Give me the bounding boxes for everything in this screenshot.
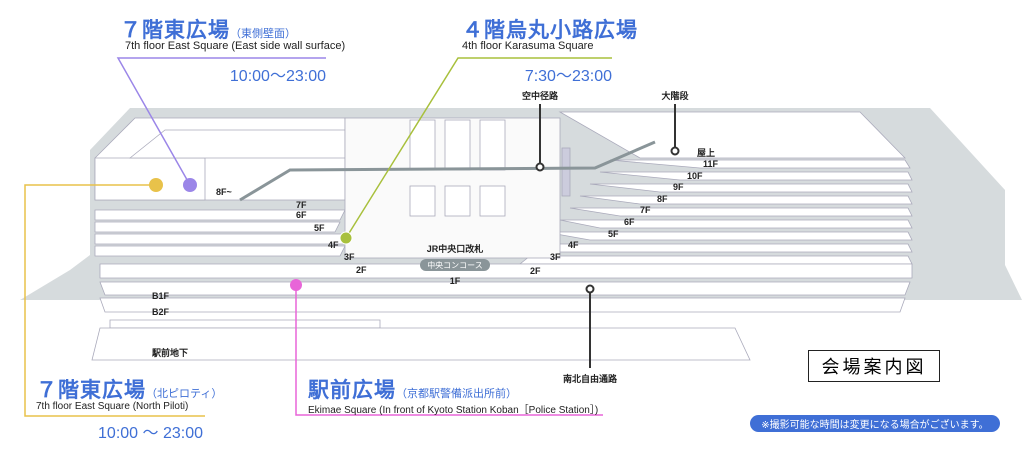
- skyway-pointer: [535, 162, 545, 172]
- grand-stairs-label: 大階段: [661, 90, 689, 101]
- floor-3f-left: 3F: [344, 252, 355, 262]
- note-badge: ※撮影可能な時間は変更になる場合がございます。: [750, 415, 1000, 432]
- spot-marker-east7-north: [149, 178, 163, 192]
- floor-4f-right: 4F: [568, 240, 579, 250]
- east7-north-english: 7th floor East Square (North Piloti): [36, 401, 189, 412]
- east7-wall-title-text: ７階東広場: [120, 18, 230, 42]
- floor-b1f: B1F: [152, 291, 170, 301]
- east7-wall-english: 7th floor East Square (East side wall su…: [125, 40, 346, 52]
- east7-wall-title: ７階東広場（東側壁面）: [120, 14, 296, 44]
- skyway-line: [239, 140, 656, 202]
- east7-north-subtitle: （北ピロティ）: [146, 387, 223, 400]
- stairs-pointer: [670, 146, 680, 156]
- gate-label: JR中央口改札: [427, 243, 484, 254]
- floor-10f: 10F: [687, 171, 703, 181]
- east7-wall-time: 10:00～23:00: [229, 68, 326, 85]
- right-floor-labels: 11F 10F 9F 8F 7F 6F 5F 4F 3F 2F: [530, 159, 719, 276]
- ekimae-title: 駅前広場（京都駅警備派出所前）: [308, 374, 517, 404]
- floor-7f-left: 7F: [296, 200, 307, 210]
- ekimae-subtitle: （京都駅警備派出所前）: [396, 387, 517, 400]
- spot-marker-karasuma: [339, 231, 353, 245]
- callout-line-karasuma: [345, 57, 612, 239]
- ns-passage-pointer: [585, 284, 595, 294]
- floor-11f: 11F: [703, 159, 719, 169]
- karasuma-title: ４階烏丸小路広場: [462, 18, 638, 42]
- floor-6f-left: 6F: [296, 210, 307, 220]
- floor-9f: 9F: [673, 182, 684, 192]
- concourse-pill: [420, 259, 490, 271]
- spot-marker-ekimae: [290, 279, 302, 291]
- underground-label: 駅前地下: [152, 347, 188, 358]
- floor-6f-right: 6F: [624, 217, 635, 227]
- floor-5f-right: 5F: [608, 229, 619, 239]
- left-floor-labels: 8F~ 7F 6F 5F 4F 3F 2F: [216, 187, 367, 275]
- east7-north-title-text: ７階東広場: [36, 378, 146, 402]
- skyway-label: 空中径路: [522, 90, 559, 101]
- callout-line-ekimae: [295, 285, 603, 416]
- ekimae-english: Ekimae Square (In front of Kyoto Station…: [308, 405, 599, 416]
- floor-5f-left: 5F: [314, 223, 325, 233]
- floor-7f-right: 7F: [640, 205, 651, 215]
- ns-passage-label: 南北自由通路: [563, 373, 618, 384]
- floor-2f-right: 2F: [530, 266, 541, 276]
- floor-8f-right: 8F: [657, 194, 668, 204]
- concourse-label: 中央コンコース: [427, 260, 483, 270]
- east7-north-title: ７階東広場（北ピロティ）: [36, 374, 222, 404]
- floor-3f-right: 3F: [550, 252, 561, 262]
- floor-8f-left: 8F~: [216, 187, 232, 197]
- floor-1f: 1F: [450, 276, 461, 286]
- spot-marker-east7-wall: [183, 178, 197, 192]
- floor-2f-left: 2F: [356, 265, 367, 275]
- east7-north-time: 10:00 ～ 23:00: [98, 425, 203, 442]
- east7-wall-subtitle: （東側壁面）: [230, 27, 296, 40]
- karasuma-english: 4th floor Karasuma Square: [462, 40, 594, 52]
- karasuma-time: 7:30～23:00: [524, 68, 612, 85]
- floor-4f-left: 4F: [328, 240, 339, 250]
- rooftop-label: 屋上: [697, 147, 715, 158]
- ekimae-title-text: 駅前広場: [308, 378, 396, 402]
- callout-line-east7-wall: [116, 57, 326, 186]
- callout-line-east7-north: [24, 184, 205, 417]
- floor-b2f: B2F: [152, 307, 170, 317]
- floor-slabs: [91, 111, 913, 361]
- legend-title: 会場案内図: [808, 350, 940, 382]
